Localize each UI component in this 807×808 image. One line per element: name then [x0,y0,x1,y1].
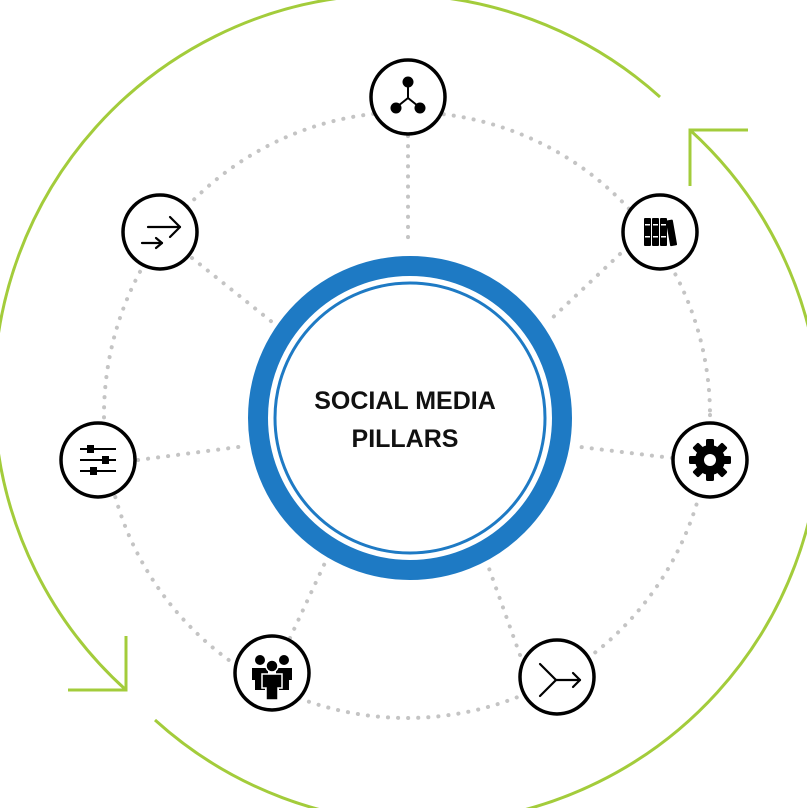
cycle-arrowhead-upper-right [688,128,748,186]
sliders-icon [80,445,116,475]
node-lower-left[interactable] [233,634,311,712]
center-title-line-2: PILLARS [351,425,459,453]
center-inner-ring [273,281,547,555]
dotted-spokes [136,134,674,657]
dotted-ring [102,110,712,720]
share-nodes-icon [390,76,426,114]
double-arrow-right-icon [140,215,182,250]
node-upper-left[interactable] [121,193,199,271]
merge-arrow-icon [538,662,582,698]
books-icon [644,218,678,247]
center-hub [248,256,572,580]
cycle-arrowhead-lower-left [68,636,128,692]
center-title: SOCIAL MEDIA PILLARS [270,360,540,480]
gear-icon [689,439,731,481]
spoke-left [136,444,248,462]
spoke-lower-left [288,550,332,640]
people-group-icon [252,655,292,701]
node-lower-right[interactable] [518,638,596,716]
cycle-arc-lower [153,128,807,808]
center-title-line-1: SOCIAL MEDIA [314,387,496,415]
spoke-upper-left [190,256,274,324]
spoke-right [570,444,674,460]
spoke-upper-right [546,252,622,324]
cycle-arc-upper [0,0,662,692]
spoke-lower-right [484,558,522,657]
